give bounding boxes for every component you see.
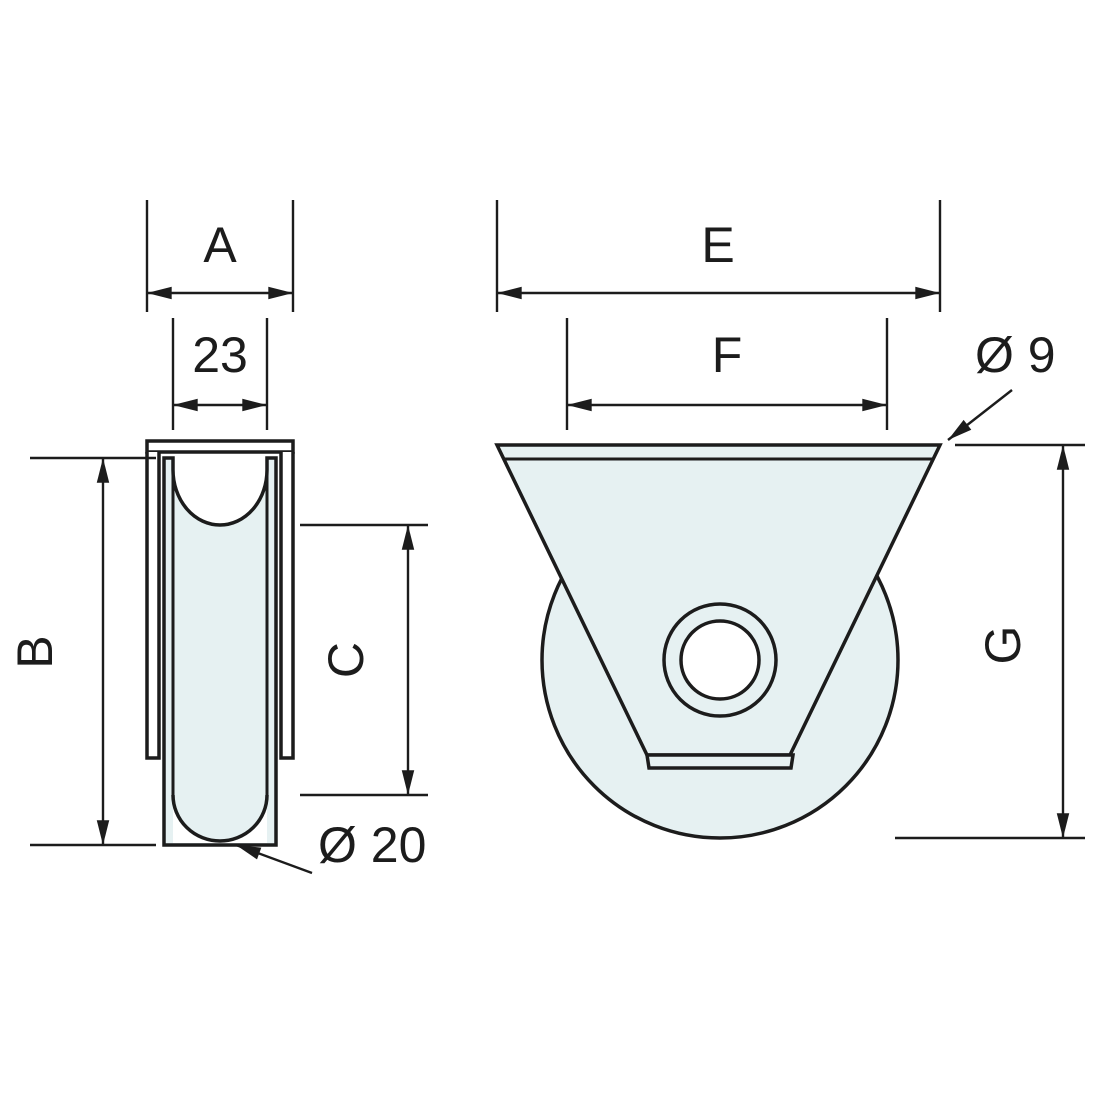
side-view-part	[145, 439, 295, 847]
label-dim-c: C	[318, 642, 374, 678]
label-dim-a: A	[203, 217, 237, 273]
axle-bore	[679, 619, 761, 701]
front-view-part	[494, 443, 943, 840]
side-view-dimensions	[30, 200, 428, 875]
groove-bottom-arc	[171, 794, 269, 843]
label-dim-e: E	[701, 217, 734, 273]
label-dim-g: G	[975, 626, 1031, 665]
label-dim-f: F	[712, 327, 743, 383]
bracket-bottom-tab	[644, 753, 796, 770]
pulley-side-silhouette	[162, 456, 278, 847]
drawing-root: A 23 B C Ø 20 E F Ø 9 G	[7, 200, 1085, 875]
bracket-plate-left	[145, 452, 161, 760]
leader-line-groove-diameter	[235, 843, 313, 875]
leader-line-hole-diameter	[947, 389, 1013, 441]
dimension-labels: A 23 B C Ø 20 E F Ø 9 G	[7, 217, 1056, 873]
label-callout-groove-diameter: Ø 20	[318, 817, 426, 873]
front-view-dimensions	[495, 200, 1085, 840]
bracket-plate-right	[279, 452, 295, 760]
label-callout-hole-diameter: Ø 9	[975, 327, 1056, 383]
bracket-top-cap-side	[145, 439, 295, 454]
label-dim-b: B	[7, 635, 63, 668]
label-dim-23: 23	[192, 327, 248, 383]
groove-bottom-opening	[173, 795, 267, 843]
